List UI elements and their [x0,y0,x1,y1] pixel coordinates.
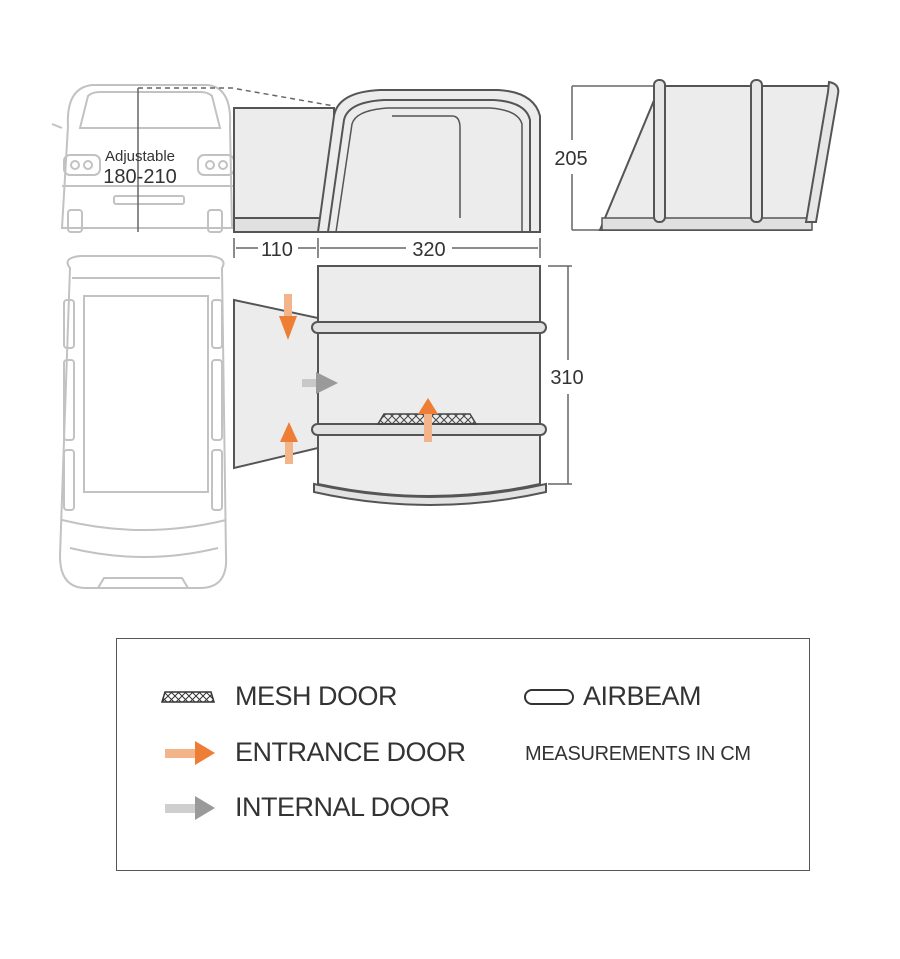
side-elevation [233,89,541,233]
roof-guide-line [138,87,335,107]
legend-internal-door-label: INTERNAL DOOR [235,792,450,822]
airbeam-front [311,321,547,334]
legend-airbeam-label: AIRBEAM [583,681,702,711]
entrance-arrow-left-bottom [280,422,298,464]
length-dimension [233,238,541,258]
floor-plan [233,265,547,506]
van-adjustable-label: Adjustable [105,148,175,165]
capsule-icon [524,688,574,705]
orange-arrow-icon [165,740,215,765]
internal-arrow [302,372,338,394]
grey-arrow-icon [165,795,215,820]
connector-length-label: 110 [261,239,293,261]
depth-dimension [548,265,572,485]
van-top-view [58,255,228,589]
legend-mesh-door-label: MESH DOOR [235,681,398,711]
tent-length-label: 320 [412,239,445,261]
tent-depth-label: 310 [550,367,583,389]
van-height-range-label: 180-210 [103,166,176,188]
crosshatch-strip-icon [161,690,215,703]
legend-entrance-door: ENTRANCE DOOR [165,737,466,768]
entrance-arrow-left-top [279,294,297,340]
height-dimension-label: 205 [554,148,587,170]
legend-airbeam: AIRBEAM [523,681,702,712]
legend-entrance-door-label: ENTRANCE DOOR [235,737,466,767]
legend-internal-door: INTERNAL DOOR [165,792,450,823]
entrance-arrow-mesh [418,398,438,442]
front-elevation [571,79,840,231]
legend-box: MESH DOOR ENTRANCE DOOR INTERNAL DOOR AI… [116,638,810,871]
legend-measurements-note: MEASUREMENTS IN CM [525,743,751,766]
airbeam-rear [313,482,547,506]
legend-mesh-door: MESH DOOR [161,681,398,712]
measurements-note-label: MEASUREMENTS IN CM [525,743,751,765]
